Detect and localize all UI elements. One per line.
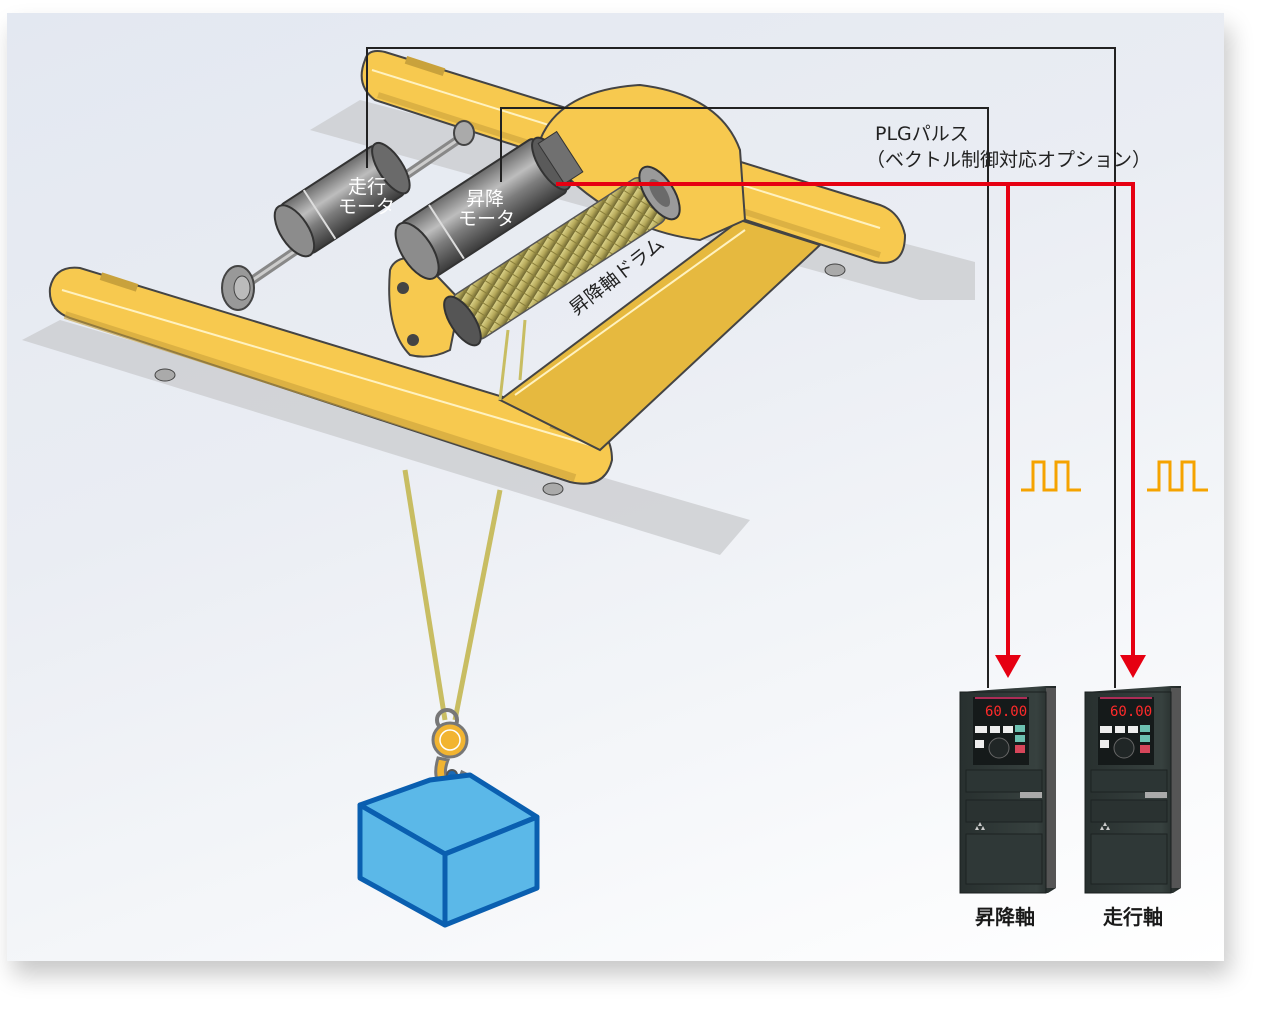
set-key[interactable] [1115,726,1125,733]
mitsubishi-logo [1100,822,1110,830]
pu-ext-key[interactable] [1100,740,1109,748]
hoist-motor-label-1: 昇降 [466,188,504,210]
travel-motor: 走行 モータ [273,141,411,258]
esc-key[interactable] [1003,726,1013,733]
inverter-hoist: 60.00 [959,686,1056,894]
setting-dial[interactable] [988,737,1010,759]
pulse-waveform-icon [1021,460,1081,492]
mitsubishi-logo [975,822,985,830]
cross-beam [498,218,822,452]
rev-key[interactable] [1140,735,1150,742]
plg-feedback-wires [366,47,1116,688]
fwd-key[interactable] [1015,725,1025,732]
inverter-display: 60.00 [1110,704,1152,720]
arrow-down-icon [995,655,1021,678]
arrow-down-icon [1120,655,1146,678]
hoist-motor-label-2: モータ [458,208,515,230]
stop-key[interactable] [1015,745,1025,753]
inverter-travel-label: 走行軸 [1103,905,1163,929]
mode-key[interactable] [1100,726,1112,733]
travel-motor-label-2: モータ [338,196,395,218]
hoist-drum: 昇降軸ドラム [443,165,681,347]
front-rail [48,266,614,496]
plg-option-label: （ベクトル制御対応オプション） [866,149,1151,171]
esc-key[interactable] [1128,726,1138,733]
rev-key[interactable] [1015,735,1025,742]
setting-dial[interactable] [1113,737,1135,759]
fwd-key[interactable] [1140,725,1150,732]
plg-pulse-label: PLGパルス [875,123,969,145]
travel-motor-label-1: 走行 [348,176,386,198]
set-key[interactable] [990,726,1000,733]
mode-key[interactable] [975,726,987,733]
pu-ext-key[interactable] [975,740,984,748]
hoist-ropes [402,319,527,721]
inverter-travel: 60.00 [1084,686,1181,894]
load-box [357,772,540,928]
inverter-output-wires [556,182,1146,678]
pulse-waveform-icon [1147,460,1208,492]
hoist-motor: 昇降 モータ [394,130,584,280]
inverter-display: 60.00 [985,704,1027,720]
stop-key[interactable] [1140,745,1150,753]
inverter-hoist-label: 昇降軸 [975,905,1035,929]
